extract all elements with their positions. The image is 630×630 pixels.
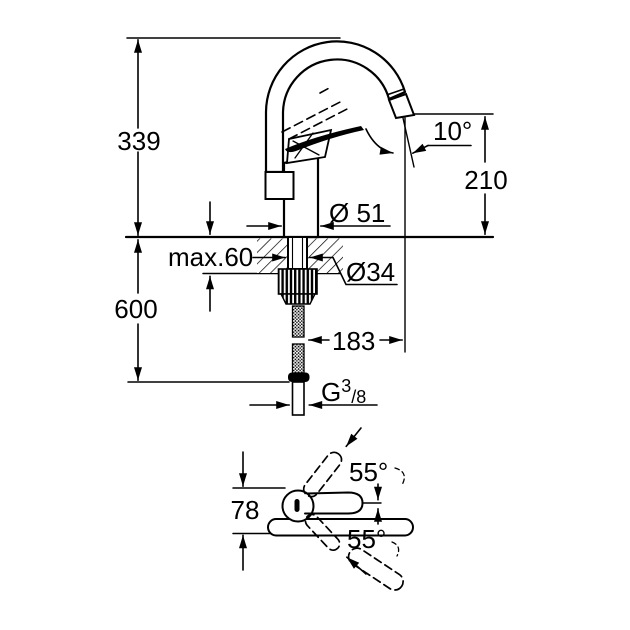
lever-motion-arrow [365,128,394,155]
jet-angle-line [402,117,415,168]
plan-dimension-lines [239,427,382,575]
mounting-shank [287,236,308,270]
thread-sup: 3 [341,376,351,396]
thread-g: G [321,377,341,407]
dimension-lines [134,39,489,409]
lever-handle [285,126,364,153]
faucet-top-view: 55° 55° 78 [231,427,414,591]
handle-pivot-slot [294,499,300,512]
handle-swing-dashed-lower [304,513,404,591]
extension-lines [126,37,494,383]
dim-body-diameter: Ø 51 [329,198,385,228]
dim-projection: 183 [332,326,375,356]
dim-overall-height: 339 [117,126,160,156]
dim-below-deck-length: 600 [114,294,157,324]
supply-hose [288,305,310,416]
dim-thread-size: G3/8 [321,376,366,407]
angle-leader-arcs [391,467,405,557]
handle-swing-dashed-upper [302,451,343,498]
body-side-block [264,171,295,200]
mounting-nut [277,268,318,305]
dim-spout-height: 210 [464,165,507,195]
thread-sub: /8 [351,387,366,407]
dim-max-deck-thickness: max.60 [168,242,253,272]
dim-swivel-lower: 55° [347,524,386,554]
spout-outlet [387,92,416,120]
lever-raised-dashed [281,86,350,140]
dim-handle-span: 78 [231,495,260,525]
spout-arc [264,40,407,174]
base-plate [267,518,414,537]
dim-swivel-upper: 55° [349,457,388,487]
faucet-side-view: 339 600 210 10° max.60 Ø 51 Ø34 183 G3/8 [114,37,508,416]
dim-shank-diameter: Ø34 [346,257,395,287]
dim-outlet-angle: 10° [433,116,472,146]
